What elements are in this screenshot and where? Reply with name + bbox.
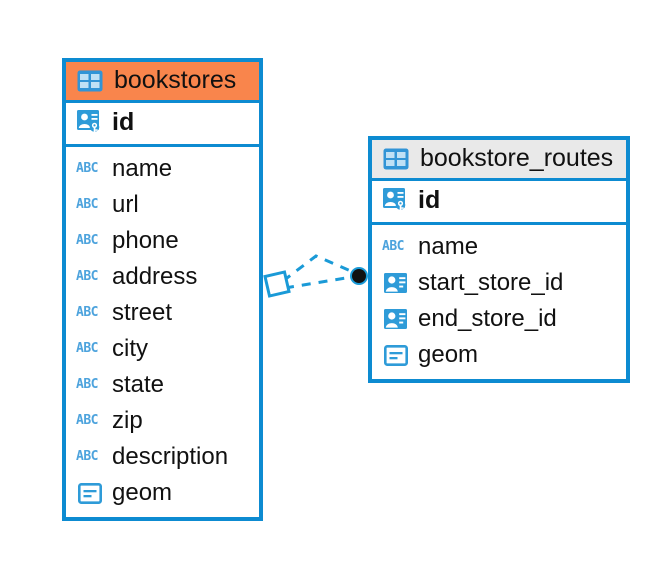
field-label: name bbox=[418, 233, 479, 260]
field-label: state bbox=[112, 371, 165, 398]
table-icon bbox=[382, 145, 410, 173]
foreign-key-icon bbox=[382, 269, 410, 297]
field-label: zip bbox=[112, 407, 143, 434]
field-row[interactable]: ABC address bbox=[66, 259, 259, 295]
relationship-line-branch bbox=[282, 254, 354, 283]
entity-bookstores[interactable]: bookstores id A bbox=[62, 58, 263, 521]
abc-text-icon: ABC bbox=[76, 449, 98, 464]
field-row[interactable]: ABC phone bbox=[66, 223, 259, 259]
abc-text-icon: ABC bbox=[76, 305, 98, 320]
field-label: url bbox=[112, 191, 139, 218]
field-label: end_store_id bbox=[418, 305, 557, 332]
field-row[interactable]: ABC name bbox=[66, 151, 259, 187]
field-row[interactable]: start_store_id bbox=[372, 265, 626, 301]
foreign-key-icon bbox=[382, 305, 410, 333]
field-label: street bbox=[112, 299, 173, 326]
geometry-icon bbox=[76, 479, 104, 507]
field-row[interactable]: ABC name bbox=[372, 229, 626, 265]
entity-bookstore-routes[interactable]: bookstore_routes id bbox=[368, 136, 630, 383]
entity-header-bookstores[interactable]: bookstores bbox=[66, 62, 259, 100]
diamond-marker bbox=[263, 270, 291, 298]
field-label: geom bbox=[418, 341, 479, 368]
abc-text-icon: ABC bbox=[382, 239, 404, 254]
entity-name: bookstores bbox=[114, 66, 237, 94]
field-row[interactable]: ABC city bbox=[66, 331, 259, 367]
geometry-icon bbox=[382, 341, 410, 369]
field-label: address bbox=[112, 263, 198, 290]
relationship-line-straight bbox=[284, 275, 353, 290]
field-row[interactable]: geom bbox=[66, 475, 259, 511]
primary-key-icon bbox=[382, 187, 410, 215]
entity-header-bookstore-routes[interactable]: bookstore_routes bbox=[372, 140, 626, 178]
field-label: name bbox=[112, 155, 173, 182]
table-icon bbox=[76, 67, 104, 95]
filled-circle-marker bbox=[350, 267, 368, 285]
field-list-bookstore-routes: ABC name start_store_id bbox=[372, 225, 626, 379]
field-list-bookstores: ABC name ABC url ABC phone ABC address A… bbox=[66, 147, 259, 517]
primary-key-row[interactable]: id bbox=[372, 178, 626, 225]
field-row[interactable]: ABC zip bbox=[66, 403, 259, 439]
field-row[interactable]: ABC street bbox=[66, 295, 259, 331]
field-label: start_store_id bbox=[418, 269, 564, 296]
field-row[interactable]: ABC url bbox=[66, 187, 259, 223]
abc-text-icon: ABC bbox=[76, 161, 98, 176]
field-row[interactable]: ABC description bbox=[66, 439, 259, 475]
abc-text-icon: ABC bbox=[76, 197, 98, 212]
field-label: geom bbox=[112, 479, 173, 506]
primary-key-icon bbox=[76, 109, 104, 137]
field-label: description bbox=[112, 443, 229, 470]
field-row[interactable]: ABC state bbox=[66, 367, 259, 403]
abc-text-icon: ABC bbox=[76, 233, 98, 248]
field-row[interactable]: geom bbox=[372, 337, 626, 373]
abc-text-icon: ABC bbox=[76, 269, 98, 284]
abc-text-icon: ABC bbox=[76, 413, 98, 428]
field-label: phone bbox=[112, 227, 179, 254]
entity-name: bookstore_routes bbox=[420, 144, 614, 172]
primary-key-label: id bbox=[418, 186, 441, 214]
primary-key-row[interactable]: id bbox=[66, 100, 259, 147]
abc-text-icon: ABC bbox=[76, 377, 98, 392]
field-row[interactable]: end_store_id bbox=[372, 301, 626, 337]
abc-text-icon: ABC bbox=[76, 341, 98, 356]
field-label: city bbox=[112, 335, 148, 362]
primary-key-label: id bbox=[112, 108, 135, 136]
